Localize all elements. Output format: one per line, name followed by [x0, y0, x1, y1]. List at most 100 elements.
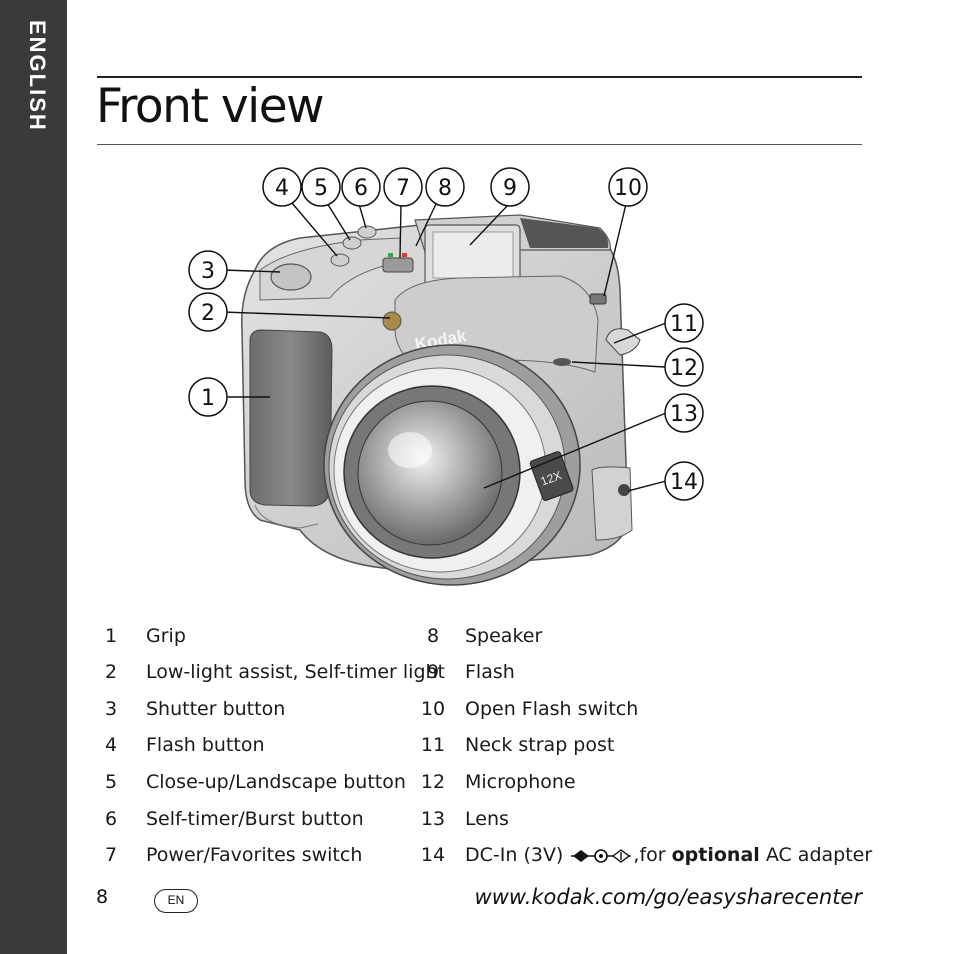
dc-in-label: DC-In (3V) — [465, 844, 564, 866]
callout-number: 3 — [201, 259, 215, 284]
legend-label: Open Flash switch — [465, 698, 639, 720]
language-tab-label: ENGLISH — [25, 20, 50, 132]
dc-in-optional: optional — [671, 844, 760, 866]
legend-label: Power/Favorites switch — [146, 844, 363, 866]
legend-number: 1 — [104, 625, 118, 647]
legend-label: Lens — [465, 808, 509, 830]
flash-button — [330, 253, 350, 267]
callout-13 — [664, 393, 704, 433]
neck-strap-post — [605, 328, 641, 356]
language-badge: EN — [154, 889, 198, 913]
page-number: 8 — [96, 886, 109, 908]
callout-12 — [664, 347, 704, 387]
dc-in-connector: ,for — [633, 844, 672, 866]
callout-2 — [188, 292, 228, 332]
title-bottom-rule — [97, 144, 862, 145]
callout-9 — [490, 167, 530, 207]
legend-number: 10 — [420, 698, 446, 720]
legend-number: 7 — [104, 844, 118, 866]
page-title: Front view — [96, 79, 325, 134]
parts-legend: 1 Grip 2 Low-light assist, Self-timer li… — [0, 620, 954, 870]
callout-number: 10 — [614, 176, 642, 201]
legend-number: 12 — [420, 771, 446, 793]
legend-number: 14 — [420, 844, 446, 866]
callout-number: 12 — [670, 356, 698, 381]
callout-7 — [383, 167, 423, 207]
legend-label: Neck strap post — [465, 734, 615, 756]
callout-numbers: 1 2 3 4 5 6 7 8 9 10 11 12 13 14 — [201, 176, 698, 495]
grip — [249, 329, 333, 507]
callout-number: 7 — [396, 176, 410, 201]
callout-number: 4 — [275, 176, 289, 201]
callout-number: 5 — [314, 176, 328, 201]
callout-1 — [188, 377, 228, 417]
self-timer-button — [357, 225, 377, 239]
legend-row: 12 Microphone — [418, 771, 858, 799]
legend-row: 4 Flash button — [96, 734, 426, 762]
legend-label: Speaker — [465, 625, 543, 647]
callout-number: 11 — [670, 312, 698, 337]
callout-8 — [425, 167, 465, 207]
legend-label: Microphone — [465, 771, 576, 793]
callout-5 — [301, 167, 341, 207]
legend-row: 1 Grip — [96, 625, 426, 653]
dc-polarity-icon — [571, 848, 632, 863]
callout-6 — [341, 167, 381, 207]
legend-number: 13 — [420, 808, 446, 830]
callout-number: 14 — [670, 470, 698, 495]
legend-row: 10 Open Flash switch — [418, 698, 858, 726]
callout-3 — [188, 250, 228, 290]
callout-number: 8 — [438, 176, 452, 201]
legend-label: Shutter button — [146, 698, 286, 720]
language-side-tab: ENGLISH — [0, 0, 67, 954]
legend-label: Flash — [465, 661, 515, 683]
legend-number: 8 — [426, 625, 440, 647]
legend-row: 9 Flash — [418, 661, 858, 689]
self-timer-light — [382, 311, 402, 331]
legend-number: 5 — [104, 771, 118, 793]
support-url-link[interactable]: www.kodak.com/go/easysharecenter — [474, 885, 862, 909]
callout-number: 6 — [354, 176, 368, 201]
open-flash-switch — [589, 293, 607, 305]
callout-11 — [664, 303, 704, 343]
callout-10 — [608, 167, 648, 207]
legend-number: 2 — [104, 661, 118, 683]
legend-row: 13 Lens — [418, 808, 858, 836]
callout-number: 1 — [201, 386, 215, 411]
microphone — [553, 358, 571, 366]
legend-number: 4 — [104, 734, 118, 756]
legend-label: Close-up/Landscape button — [146, 771, 406, 793]
legend-row: 2 Low-light assist, Self-timer light — [96, 661, 445, 689]
legend-number: 9 — [426, 661, 440, 683]
callouts — [188, 167, 704, 501]
camera-illustration: Kodak 12X — [188, 167, 704, 586]
legend-number: 11 — [420, 734, 446, 756]
legend-row: 6 Self-timer/Burst button — [96, 808, 426, 836]
legend-label: Grip — [146, 625, 186, 647]
callout-4 — [262, 167, 302, 207]
legend-label: Low-light assist, Self-timer light — [146, 661, 445, 683]
legend-row: 7 Power/Favorites switch — [96, 844, 426, 872]
legend-number: 3 — [104, 698, 118, 720]
shutter-button — [270, 263, 312, 291]
legend-label: DC-In (3V) ,for optional AC adapter — [465, 844, 872, 866]
dc-in-suffix: AC adapter — [759, 844, 873, 866]
callout-14 — [664, 461, 704, 501]
legend-number: 6 — [104, 808, 118, 830]
legend-row: 5 Close-up/Landscape button — [96, 771, 426, 799]
lens-glass — [357, 400, 503, 546]
camera-front-view-figure: Kodak 12X — [0, 150, 954, 610]
legend-row: 14 DC-In (3V) ,for optional AC adapter — [418, 844, 872, 872]
legend-row: 11 Neck strap post — [418, 734, 858, 762]
title-top-rule — [97, 76, 862, 78]
legend-label: Flash button — [146, 734, 265, 756]
zoom-badge-text: 12X — [539, 468, 564, 488]
callout-number: 2 — [201, 301, 215, 326]
power-switch — [382, 257, 414, 273]
legend-row: 8 Speaker — [418, 625, 858, 653]
legend-row: 3 Shutter button — [96, 698, 426, 726]
callout-number: 13 — [670, 402, 698, 427]
legend-label: Self-timer/Burst button — [146, 808, 364, 830]
callout-leaders — [222, 202, 667, 492]
callout-number: 9 — [503, 176, 517, 201]
